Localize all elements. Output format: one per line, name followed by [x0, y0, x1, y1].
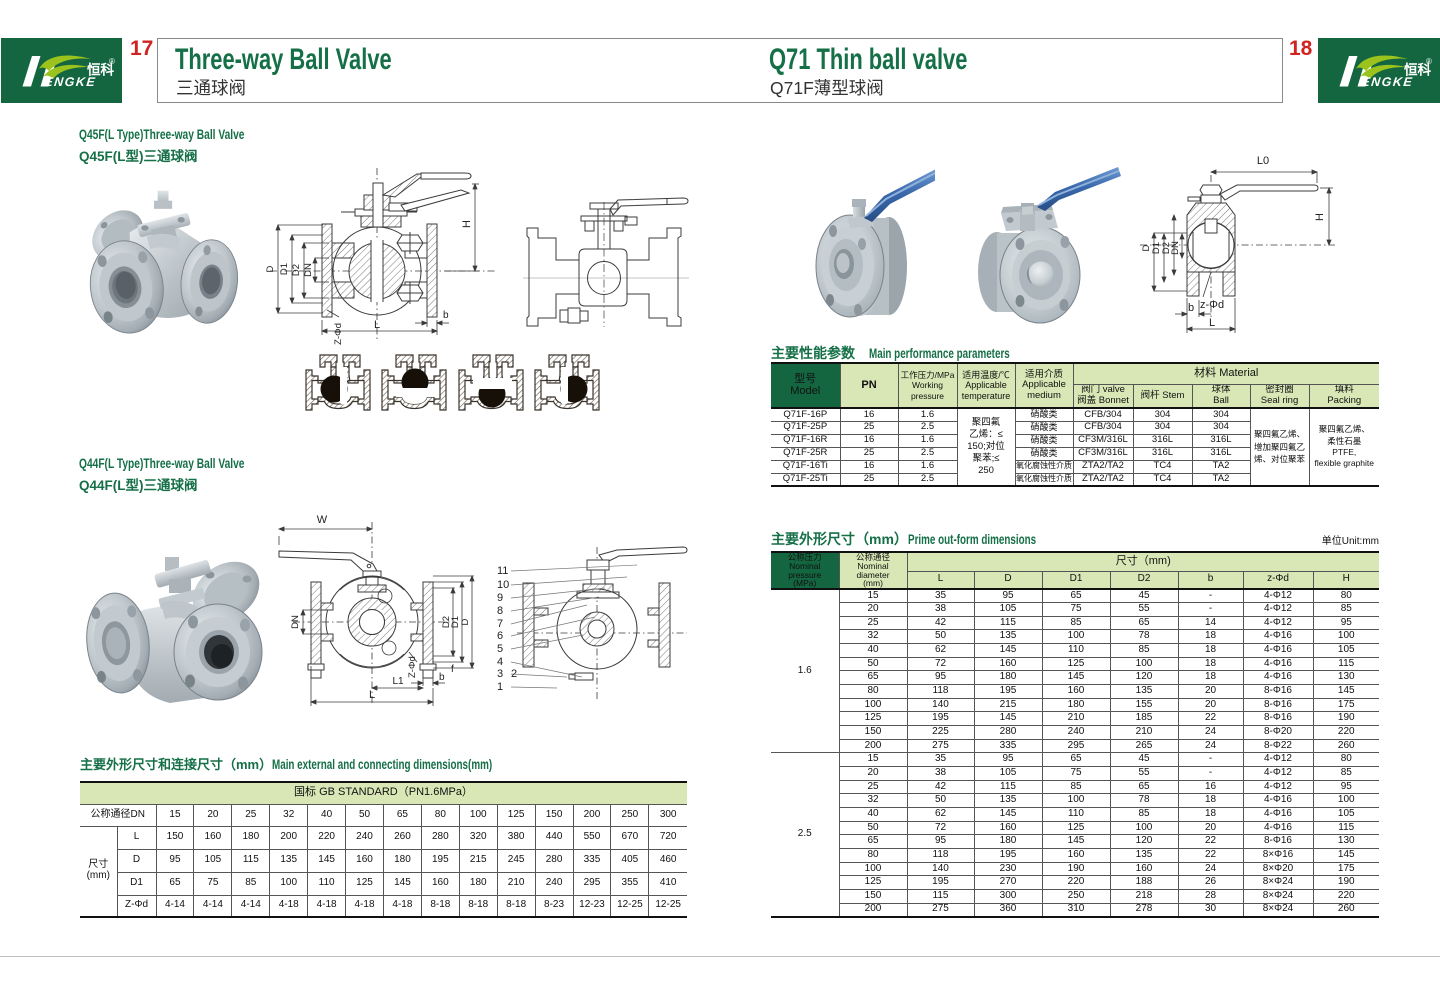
svg-text:f: f [451, 664, 454, 675]
svg-text:D2: D2 [441, 616, 452, 628]
svg-text:L: L [369, 689, 375, 701]
svg-text:L: L [1209, 317, 1215, 329]
svg-text:L1: L1 [392, 676, 404, 687]
svg-text:Z-Φd: Z-Φd [407, 656, 418, 678]
svg-text:3: 3 [497, 668, 503, 680]
svg-text:5: 5 [497, 643, 503, 655]
svg-text:DN: DN [1170, 241, 1181, 255]
svg-text:DN: DN [290, 615, 301, 629]
svg-text:b: b [439, 672, 445, 683]
svg-text:1: 1 [497, 681, 503, 693]
svg-text:®: ® [109, 57, 115, 66]
svg-text:D: D [265, 265, 276, 272]
svg-text:D1: D1 [450, 616, 461, 628]
svg-text:D: D [460, 618, 471, 625]
svg-text:8: 8 [497, 605, 503, 617]
svg-text:D1: D1 [1151, 242, 1162, 254]
svg-text:®: ® [1426, 57, 1432, 66]
svg-text:L: L [374, 319, 380, 331]
svg-text:b: b [1188, 302, 1194, 314]
svg-text:7: 7 [497, 618, 503, 630]
svg-text:10: 10 [497, 579, 509, 591]
svg-text:H: H [1314, 213, 1326, 221]
svg-text:6: 6 [497, 630, 503, 642]
svg-text:4: 4 [497, 656, 503, 668]
svg-text:恒科: 恒科 [1404, 62, 1432, 78]
svg-text:H: H [461, 220, 473, 228]
svg-text:D2: D2 [291, 264, 302, 276]
svg-text:DN: DN [303, 263, 314, 277]
svg-text:9: 9 [497, 592, 503, 604]
svg-text:D1: D1 [279, 263, 290, 275]
svg-text:W: W [317, 514, 328, 526]
svg-text:恒科: 恒科 [87, 62, 114, 78]
svg-text:L0: L0 [1257, 155, 1269, 167]
svg-text:D: D [1141, 244, 1152, 251]
svg-text:D2: D2 [1161, 242, 1172, 254]
svg-text:Z-Φd: Z-Φd [333, 323, 344, 345]
svg-text:11: 11 [497, 565, 508, 577]
svg-text:2: 2 [511, 668, 517, 680]
svg-text:b: b [443, 310, 449, 321]
svg-text:z-Φd: z-Φd [1200, 299, 1224, 311]
svg-text:ENGKE: ENGKE [1361, 75, 1414, 89]
svg-text:ENGKE: ENGKE [44, 75, 97, 89]
